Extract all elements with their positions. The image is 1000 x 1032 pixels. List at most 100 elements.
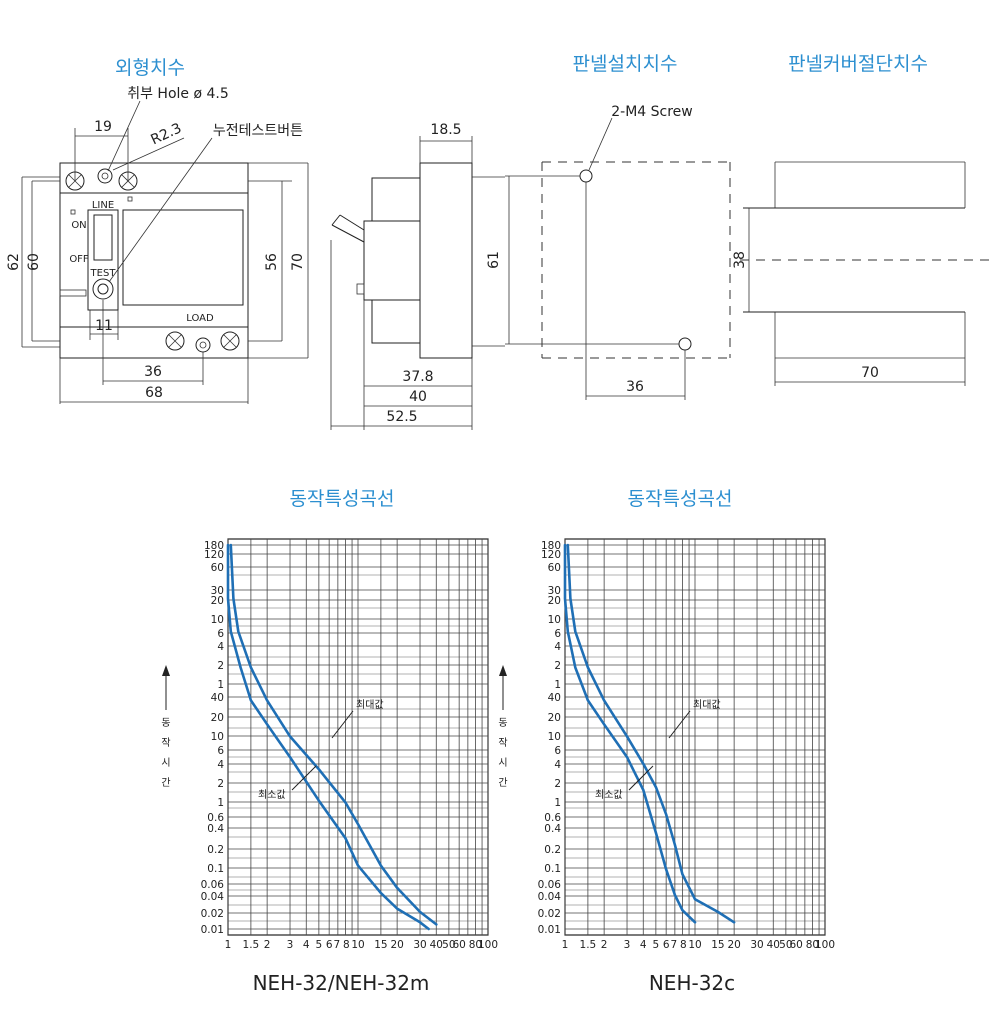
dim-36-panel: 36	[626, 379, 644, 395]
x-tick-label: 5	[653, 939, 660, 951]
front-view-drawing	[21, 100, 309, 404]
test-label: TEST	[90, 268, 117, 279]
series-label-min: 최소값	[258, 789, 286, 801]
y-tick-label: 180	[204, 540, 224, 552]
y-tick-label: 6	[217, 628, 224, 640]
x-tick-label: 8	[680, 939, 687, 951]
y-axis-label-char: 동	[498, 717, 507, 729]
x-tick-label: 20	[727, 939, 740, 951]
panel-cut-title: 판넬커버절단치수	[788, 53, 928, 75]
dim-60: 60	[26, 253, 42, 271]
x-tick-label: 30	[750, 939, 763, 951]
dim-62: 62	[6, 253, 22, 271]
y-tick-label: 10	[211, 731, 224, 743]
curve-title-left: 동작특성곡선	[290, 488, 395, 510]
dim-70-cut: 70	[861, 365, 879, 381]
outline-dimensions-title: 외형치수	[115, 57, 185, 79]
y-tick-label: 2	[217, 778, 224, 790]
trip-curve-max	[566, 543, 736, 924]
y-axis-arrowhead	[162, 665, 170, 676]
y-axis-label-char: 작	[161, 737, 170, 749]
y-tick-label: 1	[217, 797, 224, 809]
dim-70: 70	[290, 253, 306, 271]
min-leader	[291, 765, 317, 791]
dim-52-5: 52.5	[386, 409, 417, 425]
x-tick-label: 2	[264, 939, 271, 951]
y-tick-label: 1	[554, 679, 561, 691]
max-leader	[331, 710, 354, 739]
y-axis-label-char: 간	[161, 777, 170, 789]
y-tick-label: 4	[217, 641, 224, 653]
side-view-drawing	[330, 136, 505, 430]
y-tick-label: 10	[548, 731, 561, 743]
x-tick-label: 60	[452, 939, 465, 951]
x-tick-label: 80	[806, 939, 819, 951]
y-tick-label: 2	[217, 660, 224, 672]
y-tick-label: 30	[211, 585, 224, 597]
y-axis-label-char: 작	[498, 737, 507, 749]
x-tick-label: 1	[225, 939, 232, 951]
y-tick-label: 60	[211, 562, 224, 574]
y-tick-label: 6	[554, 628, 561, 640]
radius-label: R2.3	[148, 120, 184, 148]
x-tick-label: 7	[671, 939, 678, 951]
x-tick-label: 2	[601, 939, 608, 951]
y-tick-label: 120	[204, 549, 224, 561]
y-axis-arrowhead	[499, 665, 507, 676]
trip-curve-chart-right: 18012060302010642140201064210.60.40.20.1…	[498, 538, 835, 995]
x-tick-label: 10	[688, 939, 701, 951]
y-tick-label: 2	[554, 660, 561, 672]
y-tick-label: 0.4	[544, 823, 561, 835]
screw-label: 2-M4 Screw	[611, 104, 693, 120]
min-leader	[628, 765, 654, 791]
y-tick-label: 0.4	[207, 823, 224, 835]
x-tick-label: 6	[326, 939, 333, 951]
x-tick-label: 7	[334, 939, 341, 951]
x-tick-label: 100	[815, 939, 835, 951]
series-label-min: 최소값	[595, 789, 623, 801]
load-label: LOAD	[186, 313, 214, 324]
y-tick-label: 0.2	[544, 844, 561, 856]
y-tick-label: 0.06	[538, 879, 562, 891]
y-tick-label: 40	[548, 692, 561, 704]
dim-38: 38	[732, 251, 748, 269]
x-tick-label: 20	[390, 939, 403, 951]
chart-caption: NEH-32c	[649, 971, 735, 995]
trip-curve-chart-left: 18012060302010642140201064210.60.40.20.1…	[161, 538, 498, 995]
line-label: LINE	[92, 200, 114, 211]
panel-install-drawing	[505, 117, 731, 400]
y-tick-label: 0.1	[544, 863, 561, 875]
y-tick-label: 1	[554, 797, 561, 809]
y-tick-label: 10	[548, 614, 561, 626]
y-tick-label: 4	[554, 641, 561, 653]
y-tick-label: 180	[541, 540, 561, 552]
trip-curve-max	[229, 543, 438, 926]
y-axis-label-char: 동	[161, 717, 170, 729]
x-tick-label: 1	[562, 939, 569, 951]
dim-40: 40	[409, 389, 427, 405]
max-leader	[668, 710, 691, 739]
y-tick-label: 1	[217, 679, 224, 691]
y-tick-label: 0.02	[201, 908, 224, 920]
dim-36: 36	[144, 364, 162, 380]
dim-11: 11	[95, 318, 113, 334]
x-tick-label: 40	[767, 939, 780, 951]
y-tick-label: 20	[548, 595, 561, 607]
x-tick-label: 4	[640, 939, 647, 951]
x-tick-label: 1.5	[243, 939, 260, 951]
panel-cut-drawing	[740, 161, 995, 386]
y-axis-label-char: 간	[498, 777, 507, 789]
off-label: OFF	[69, 254, 89, 265]
y-tick-label: 4	[217, 759, 224, 771]
series-label-max: 최대값	[693, 699, 721, 711]
y-tick-label: 2	[554, 778, 561, 790]
y-axis-label-char: 시	[498, 757, 507, 769]
y-tick-label: 0.6	[544, 812, 561, 824]
y-tick-label: 6	[217, 745, 224, 757]
y-tick-label: 0.06	[201, 879, 225, 891]
dim-61: 61	[486, 251, 502, 269]
y-tick-label: 0.2	[207, 844, 224, 856]
x-tick-label: 3	[287, 939, 294, 951]
y-tick-label: 60	[548, 562, 561, 574]
